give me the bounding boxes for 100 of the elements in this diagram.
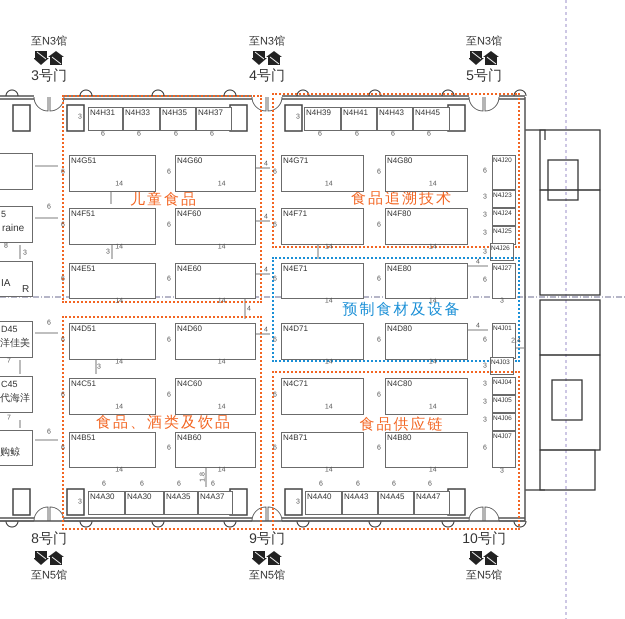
booth-text: D45	[1, 323, 18, 335]
booth-number: N4B71	[283, 433, 308, 442]
booth-text: C45	[1, 378, 18, 390]
booth-number: N4A30	[90, 492, 114, 501]
gate-label: 4号门	[249, 68, 285, 82]
zone-outline	[272, 371, 520, 530]
booth-number: N4H39	[306, 108, 331, 117]
booth-box	[492, 395, 516, 413]
booth-box	[123, 107, 160, 131]
booth-box	[175, 208, 256, 245]
booth-number: N4D71	[283, 324, 308, 333]
booth-box	[196, 107, 232, 131]
booth-box	[198, 491, 233, 515]
booth-number: N4C71	[283, 379, 308, 388]
gate-label: 3号门	[31, 68, 67, 82]
booth-box	[175, 323, 256, 360]
booth-box	[69, 378, 156, 415]
booth-number: N4F51	[71, 209, 96, 218]
booth-number: N4D80	[387, 324, 412, 333]
booth-box	[0, 261, 33, 297]
booth-box	[69, 432, 156, 468]
booth-box	[492, 431, 516, 468]
gate-label: 8号门	[31, 531, 67, 545]
booth-number: N4B80	[387, 433, 412, 442]
booth-number: N4A35	[166, 492, 190, 501]
booth-box	[281, 208, 364, 245]
booth-box	[385, 378, 468, 415]
booth-box	[0, 321, 33, 358]
booth-box	[281, 155, 364, 192]
booth-box	[175, 263, 256, 299]
hall-direction-label: 至N3馆	[30, 36, 68, 48]
booth-box	[175, 155, 256, 192]
booth-box	[281, 378, 364, 415]
booth-box	[490, 357, 514, 375]
booth-box	[88, 491, 125, 515]
booth-number: N4H37	[198, 108, 223, 117]
gate-label: 5号门	[466, 68, 502, 82]
booth-box	[164, 491, 198, 515]
booth-number: N4G80	[387, 156, 412, 165]
booth-box	[0, 430, 33, 466]
booth-number: N4F80	[387, 209, 412, 218]
zone-label: 儿童食品	[130, 192, 198, 208]
booth-box	[175, 432, 256, 468]
booth-number: N4F71	[283, 209, 308, 218]
booth-text: R	[22, 284, 30, 296]
booth-box	[378, 491, 414, 515]
booth-box	[69, 155, 156, 192]
booth-box	[385, 263, 468, 299]
zone-label: 食品、酒类及饮品	[96, 415, 232, 431]
booth-number: N4H41	[343, 108, 368, 117]
booth-box	[125, 491, 164, 515]
booth-number: N4A43	[344, 492, 368, 501]
booth-number: N4H35	[162, 108, 187, 117]
booth-box	[490, 243, 514, 261]
booth-number: N4B60	[177, 433, 202, 442]
booth-number: N4C60	[177, 379, 202, 388]
booth-box	[492, 377, 516, 395]
booth-number: N4B51	[71, 433, 96, 442]
booth-number: N4D60	[177, 324, 202, 333]
booth-box	[304, 107, 341, 131]
booth-box	[385, 323, 468, 360]
zone-label: 食品供应链	[360, 417, 444, 433]
booth-box	[414, 491, 450, 515]
booth-box	[0, 153, 33, 190]
hall-direction-label: 至N3馆	[248, 36, 286, 48]
booth-box	[69, 208, 156, 245]
booth-number: N4E60	[177, 264, 202, 273]
booth-number: N4E51	[71, 264, 96, 273]
booth-box	[88, 107, 123, 131]
booth-text: 代海洋	[0, 393, 30, 405]
booth-number: N4A30	[127, 492, 152, 501]
zone-outline	[62, 316, 262, 530]
booth-number: N4E71	[283, 264, 308, 273]
booth-number: N4E80	[387, 264, 412, 273]
booth-number: N4H33	[125, 108, 150, 117]
booth-box	[492, 155, 516, 190]
booth-box	[281, 263, 364, 299]
booth-box	[69, 323, 156, 360]
booth-number: N4G51	[71, 156, 96, 165]
booth-box	[413, 107, 450, 131]
hall-direction-label: 至N5馆	[248, 570, 286, 582]
booth-box	[492, 263, 516, 299]
booth-box	[385, 208, 468, 245]
booth-text: 5	[1, 208, 6, 220]
booth-box	[385, 432, 468, 468]
booth-box	[0, 206, 33, 243]
booth-number: N4C51	[71, 379, 96, 388]
booth-box	[305, 491, 342, 515]
booth-box	[160, 107, 196, 131]
booth-number: N4H31	[90, 108, 115, 117]
booth-text: 洋佳美	[0, 338, 30, 350]
booth-box	[281, 323, 364, 360]
booth-box	[377, 107, 413, 131]
zone-label: 预制食材及设备	[342, 302, 462, 318]
gate-label: 9号门	[249, 531, 285, 545]
booth-number: N4A47	[416, 492, 440, 501]
booth-number: N4A37	[200, 492, 224, 501]
booth-text: raine	[2, 223, 24, 235]
booth-box	[492, 413, 516, 431]
booth-number: N4G71	[283, 156, 308, 165]
